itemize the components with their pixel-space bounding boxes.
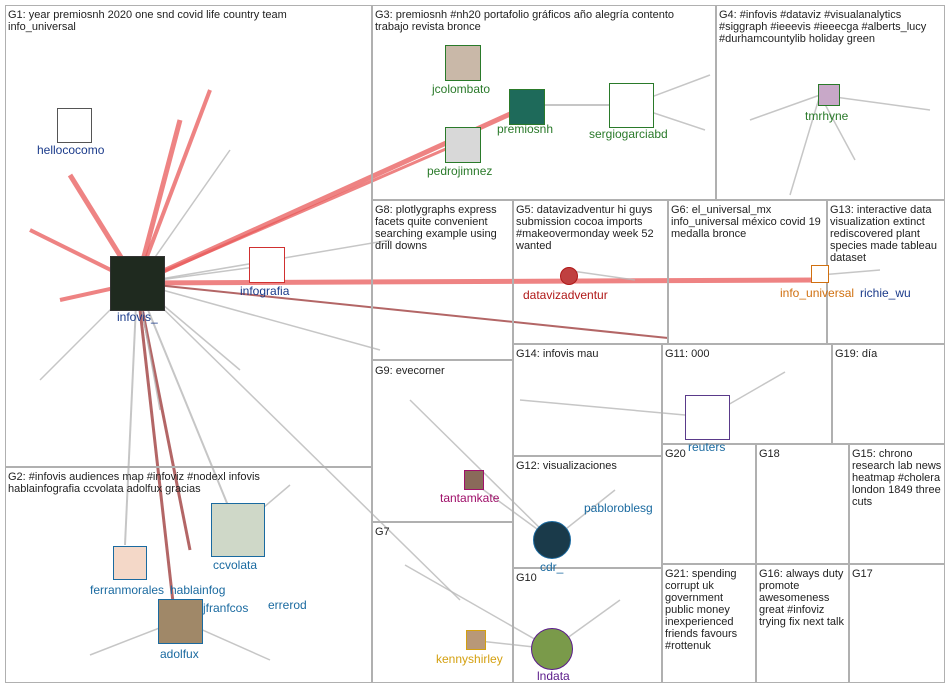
group-label-g2: G2: #infovis audiences map #infoviz #nod… [8, 471, 263, 495]
label-info-universal[interactable]: info_universal [780, 286, 855, 300]
group-box-g5 [513, 200, 668, 344]
group-label-g19: G19: día [835, 348, 878, 360]
group-label-g14: G14: infovis mau [516, 348, 599, 360]
edge-tmrhyne-g4d [789, 94, 821, 196]
label-reuters[interactable]: reuters [688, 440, 726, 454]
label-cdr[interactable]: cdr_ [540, 560, 564, 574]
edge-reuters-g14 [519, 399, 708, 418]
edge-infovis-top [135, 89, 212, 284]
label-infovis[interactable]: infovis_ [117, 310, 158, 324]
edge-infovis-g7 [136, 282, 461, 601]
group-box-g15 [849, 444, 945, 564]
tmrhyne-node-image[interactable] [818, 84, 840, 106]
group-label-g8: G8: plotlygraphs express facets quite co… [375, 204, 500, 252]
group-box-g10 [513, 568, 662, 683]
group-box-g9 [372, 360, 513, 522]
group-label-g3: G3: premiosnh #nh20 portafolio gráficos … [375, 9, 678, 33]
group-label-g16: G16: always duty promote awesomeness gre… [759, 568, 847, 628]
label-jcolombato[interactable]: jcolombato [432, 82, 491, 96]
group-box-g1 [5, 5, 372, 467]
cdr-node-image[interactable] [533, 521, 571, 559]
edge-infovis-g8 [136, 282, 381, 351]
premiosnh-node-image[interactable] [509, 89, 545, 125]
group-box-g12 [513, 456, 662, 568]
label-jfranfcos[interactable]: jfranfcos [203, 601, 249, 615]
infografia-node-image[interactable] [249, 247, 285, 283]
edge-lndata-g7 [404, 564, 553, 650]
group-box-g14 [513, 344, 662, 456]
edge-infovis-hablainfog [135, 282, 192, 551]
kennyshirley-node-image[interactable] [466, 630, 486, 650]
group-label-g13: G13: interactive data visualization exti… [830, 204, 941, 264]
datavizadventur-node-image[interactable] [560, 267, 578, 285]
group-label-g17: G17 [852, 568, 873, 580]
info-universal-node-image[interactable] [811, 265, 829, 283]
group-box-g20 [662, 444, 756, 564]
ccvolata-node-image[interactable] [211, 503, 265, 557]
edge-infovis-g11 [136, 282, 669, 339]
label-hellococomo[interactable]: hellococomo [37, 143, 105, 157]
hellococomo-node-image[interactable] [57, 108, 92, 143]
group-label-g6: G6: el_universal_mx info_universal méxic… [671, 204, 824, 240]
label-premiosnh[interactable]: premiosnh [497, 122, 554, 136]
group-label-g15: G15: chrono research lab news heatmap #c… [852, 448, 942, 508]
group-box-g21 [662, 564, 756, 683]
group-label-g12: G12: visualizaciones [516, 460, 617, 472]
group-box-g4 [716, 5, 945, 200]
label-ccvolata[interactable]: ccvolata [213, 558, 258, 572]
group-box-g3 [372, 5, 716, 200]
edge-infovis-pedrojimnez [136, 143, 456, 285]
edge-tmrhyne-g4 [749, 94, 821, 121]
label-tantamkate[interactable]: tantamkate [440, 491, 500, 505]
label-datavizadventur[interactable]: datavizadventur [523, 288, 608, 302]
label-kennyshirley[interactable]: kennyshirley [436, 652, 503, 666]
edge-info-universal-richie [819, 269, 881, 276]
adolfux-node-image[interactable] [158, 599, 203, 644]
label-tmrhyne[interactable]: tmrhyne [805, 109, 849, 123]
label-pabloroblesg[interactable]: pabloroblesg [584, 501, 653, 515]
label-lndata[interactable]: lndata [537, 669, 570, 683]
label-richie-wu[interactable]: richie_wu [860, 286, 911, 300]
label-ferranmorales[interactable]: ferranmorales [90, 583, 165, 597]
edge-infovis-ferranmorales [124, 282, 138, 546]
sergiogarciabd-node-image[interactable] [609, 83, 654, 128]
group-label-g1: G1: year premiosnh 2020 one snd covid li… [8, 9, 290, 33]
ferranmorales-node-image[interactable] [113, 546, 147, 580]
label-sergiogarciabd[interactable]: sergiogarciabd [589, 127, 668, 141]
reuters-node-image[interactable] [685, 395, 730, 440]
edge-infovis-ccvolata [136, 282, 239, 531]
group-label-g20: G20 [665, 448, 686, 460]
label-adolfux[interactable]: adolfux [160, 647, 199, 661]
group-label-g18: G18 [759, 448, 780, 460]
group-label-g9: G9: evecorner [375, 365, 445, 377]
group-box-g2 [5, 467, 372, 683]
group-box-g17 [849, 564, 945, 683]
group-label-g4: G4: #infovis #dataviz #visualanalytics #… [719, 9, 930, 45]
group-label-g11: G11: 000 [665, 348, 710, 360]
group-box-g8 [372, 200, 513, 360]
jcolombato-node-image[interactable] [445, 45, 481, 81]
edge-infovis-e [134, 119, 183, 284]
group-label-g5: G5: datavizadventur hi guys submission c… [516, 204, 657, 252]
group-box-g19 [832, 344, 945, 444]
edge-infovis-adolfux [135, 282, 177, 621]
group-box-g11 [662, 344, 832, 444]
group-label-g7: G7 [375, 526, 390, 538]
label-hablainfog[interactable]: hablainfog [170, 583, 226, 597]
tantamkate-node-image[interactable] [464, 470, 484, 490]
infovis-node-image[interactable] [110, 256, 165, 311]
pedrojimnez-node-image[interactable] [445, 127, 481, 163]
group-label-g21: G21: spending corrupt uk government publ… [665, 568, 741, 652]
group-label-g10: G10 [516, 572, 537, 584]
lndata-node-image[interactable] [531, 628, 573, 670]
group-box-g16 [756, 564, 849, 683]
label-pedrojimnez[interactable]: pedrojimnez [427, 164, 493, 178]
group-box-g7 [372, 522, 513, 683]
label-infografia[interactable]: infografia [240, 284, 290, 298]
label-errerod[interactable]: errerod [268, 598, 307, 612]
group-box-g18 [756, 444, 849, 564]
